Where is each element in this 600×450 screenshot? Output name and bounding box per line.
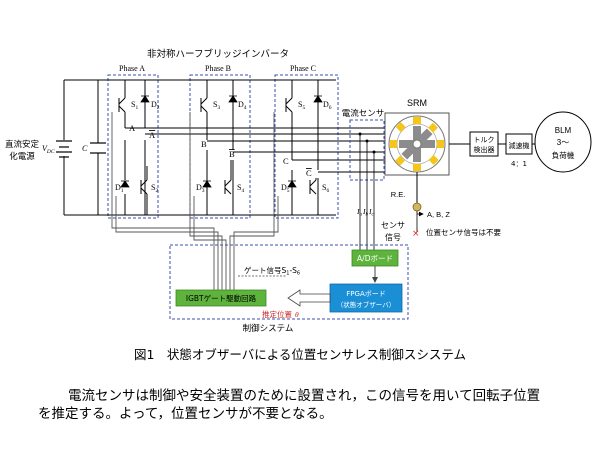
blm-line2: 3～	[557, 138, 569, 147]
ad-board-label: A/Dボード	[357, 254, 393, 263]
diode-d4	[228, 95, 238, 103]
phase-b-box	[189, 74, 251, 219]
reducer-label: 減速機	[509, 141, 530, 150]
vdc-label: VDC	[42, 144, 55, 155]
srm-control-diagram: 非対称ハーフブリッジインバータ Phase A Phase B Phase C …	[5, 48, 592, 334]
dc-source-label-line2: 化電源	[9, 151, 35, 162]
diode-d1	[120, 180, 130, 188]
fpga-line2: （状態オブザーバ）	[337, 300, 395, 309]
label-s5: S5	[298, 100, 305, 111]
node-b-bar: B	[229, 149, 235, 159]
dc-source-symbol	[56, 140, 72, 158]
fpga-board	[329, 283, 403, 313]
abz-label: A, B, Z	[427, 210, 450, 219]
diode-d3	[202, 180, 212, 188]
label-d6: D6	[323, 100, 332, 111]
label-s1: S1	[131, 100, 138, 111]
label-d5: D5	[281, 183, 290, 194]
diodes	[120, 95, 323, 188]
sensor-signal-line2: 信号	[385, 232, 401, 242]
label-d1: D1	[115, 183, 124, 194]
igbt-driver-label: IGBTゲート駆動回路	[186, 293, 257, 303]
node-b: B	[201, 139, 207, 149]
igbt-driver	[175, 289, 267, 307]
label-d2: D2	[151, 100, 160, 111]
label-s4: S4	[237, 183, 244, 194]
dc-source-label-line1: 直流安定	[5, 139, 40, 150]
label-s6: S6	[322, 183, 329, 194]
cross-mark: ×	[412, 229, 420, 239]
capacitor-symbol	[90, 142, 106, 154]
blm-line1: BLM	[555, 126, 572, 135]
ratio-label: 4：1	[511, 160, 527, 168]
figure-caption: 図1 状態オブザーバによる位置センサレス制御スシステム	[133, 347, 467, 362]
phase-a-box	[107, 74, 159, 219]
fpga-to-igbt-arrow	[287, 289, 331, 307]
label-d4: D4	[238, 100, 247, 111]
label-s2: S2	[151, 183, 158, 194]
capacitor-label: C	[82, 144, 88, 153]
blm-load-machine	[534, 111, 592, 173]
current-symbols: IaIbIc	[356, 207, 375, 218]
diode-d6	[313, 95, 323, 103]
srm-label: SRM	[407, 98, 427, 108]
rotary-encoder	[412, 202, 422, 212]
body-line-2: を推定する。よって，位置センサが不要となる。	[38, 406, 333, 422]
srm-motor	[384, 112, 450, 176]
control-system-box	[169, 244, 409, 320]
blm-line3: 負荷機	[552, 150, 575, 160]
re-label: R.E.	[391, 190, 406, 199]
body-paragraph: 電流センサは制御や安全装置のために設置され，この信号を用いて回転子位置 を推定す…	[38, 387, 578, 423]
label-s3: S3	[213, 100, 220, 111]
sensor-signal-line1: センサ	[381, 221, 405, 230]
fpga-line1: FPGAボード	[346, 290, 385, 298]
phase-c-box	[274, 74, 339, 219]
phase-c-label: Phase C	[290, 64, 316, 73]
position-sensor-note: 位置センサ信号は不要	[426, 227, 501, 237]
body-line-1: 電流センサは制御や安全装置のために設置され，この信号を用いて回転子位置	[68, 388, 541, 404]
diode-d2	[140, 95, 150, 103]
label-d3: D3	[196, 183, 205, 194]
gate-signal-label: ゲート信号S1-S6	[244, 265, 300, 277]
node-c: C	[283, 156, 289, 166]
torque-detector-line2: 検出器	[474, 145, 495, 154]
phase-circuits	[118, 80, 319, 215]
phase-b-label: Phase B	[205, 64, 231, 73]
phase-lines	[125, 127, 420, 173]
diode-d5	[287, 180, 297, 188]
torque-detector-box	[469, 131, 499, 157]
current-sensor-label: 電流センサ	[342, 108, 385, 119]
node-c-bar: C	[306, 168, 312, 178]
dc-bus	[63, 79, 336, 216]
inverter-title: 非対称ハーフブリッジインバータ	[147, 48, 289, 60]
node-a-bar: A	[149, 130, 156, 140]
gate-signal-wires	[111, 112, 279, 290]
current-sensor-wires	[359, 134, 375, 250]
control-system-label: 制御システム	[243, 323, 294, 334]
phase-a-label: Phase A	[119, 64, 145, 73]
torque-detector-line1: トルク	[474, 136, 495, 144]
